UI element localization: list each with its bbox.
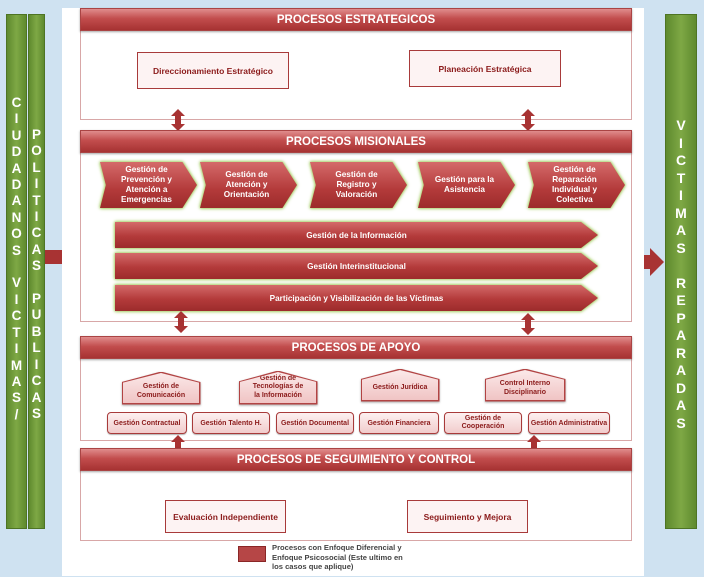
chevron-asistencia: Gestión para la Asistencia [418,162,515,208]
double-arrow-1 [171,109,185,131]
banner-estrategicos: PROCESOS ESTRATEGICOS [80,8,632,31]
seguimiento-mejora-box: Seguimiento y Mejora [407,500,528,533]
banner-apoyo: PROCESOS DE APOYO [80,336,632,359]
left-column-politicas: P O L I T I C A S P U B L I C A S [28,14,45,529]
bar-gestion-interinstitucional: Gestión Interinstitucional [115,253,598,279]
double-arrow-2 [521,109,535,131]
chevron-atencion: Gestión de Atención y Orientación [200,162,297,208]
double-arrow-4 [521,313,535,335]
pill-documental: Gestión Documental [276,412,354,434]
house-comunicacion: Gestión de Comunicación [121,371,201,405]
bar-participacion-visibilizacion: Participación y Visibilización de las Ví… [115,285,598,311]
chevron-reparacion: Gestión de Reparación Individual y Colec… [528,162,625,208]
house-control-interno: Control Interno Disciplinario [484,368,566,402]
legend-text: Procesos con Enfoque Diferencial y Enfoq… [272,543,403,571]
pill-contractual: Gestión Contractual [107,412,187,434]
planeacion-estrategica-box: Planeación Estratégica [409,50,561,87]
pill-administrativa: Gestión Administrativa [528,412,610,434]
pill-talento-humano: Gestión Talento H. [192,412,270,434]
double-arrow-3 [174,311,188,333]
banner-misionales: PROCESOS MISIONALES [80,130,632,153]
victimas-reparadas-label: V I C T I M A S R E P A R A D A S [675,117,687,431]
section-seguimiento-frame [80,470,632,541]
right-column-victimas-reparadas: V I C T I M A S R E P A R A D A S [665,14,697,529]
legend-swatch [238,546,266,562]
chevron-prevencion: Gestión de Prevención y Atención a Emerg… [100,162,197,208]
bar-gestion-informacion: Gestión de la Información [115,222,598,248]
section-misionales-frame [80,152,632,322]
pill-cooperacion: Gestión de Cooperación [444,412,522,434]
chevron-registro: Gestión de Registro y Valoración [310,162,407,208]
direccionamiento-estrategico-box: Direccionamiento Estratégico [137,52,289,89]
banner-seguimiento: PROCESOS DE SEGUIMIENTO Y CONTROL [80,448,632,471]
house-juridica: Gestión Jurídica [360,368,440,402]
left-column-ciudadanos: C I U D A D A N O S V I C T I M A S / [6,14,27,529]
pill-financiera: Gestión Financiera [359,412,439,434]
house-tecnologias: Gestión de Tecnologías de la Información [238,370,318,405]
ciudadanos-victimas-label: C I U D A D A N O S V I C T I M A S / [10,95,23,422]
politicas-publicas-label: P O L I T I C A S P U B L I C A S [31,127,42,421]
section-apoyo-frame [80,358,632,441]
section-estrategicos-frame [80,30,632,120]
evaluacion-independiente-box: Evaluación Independiente [165,500,286,533]
